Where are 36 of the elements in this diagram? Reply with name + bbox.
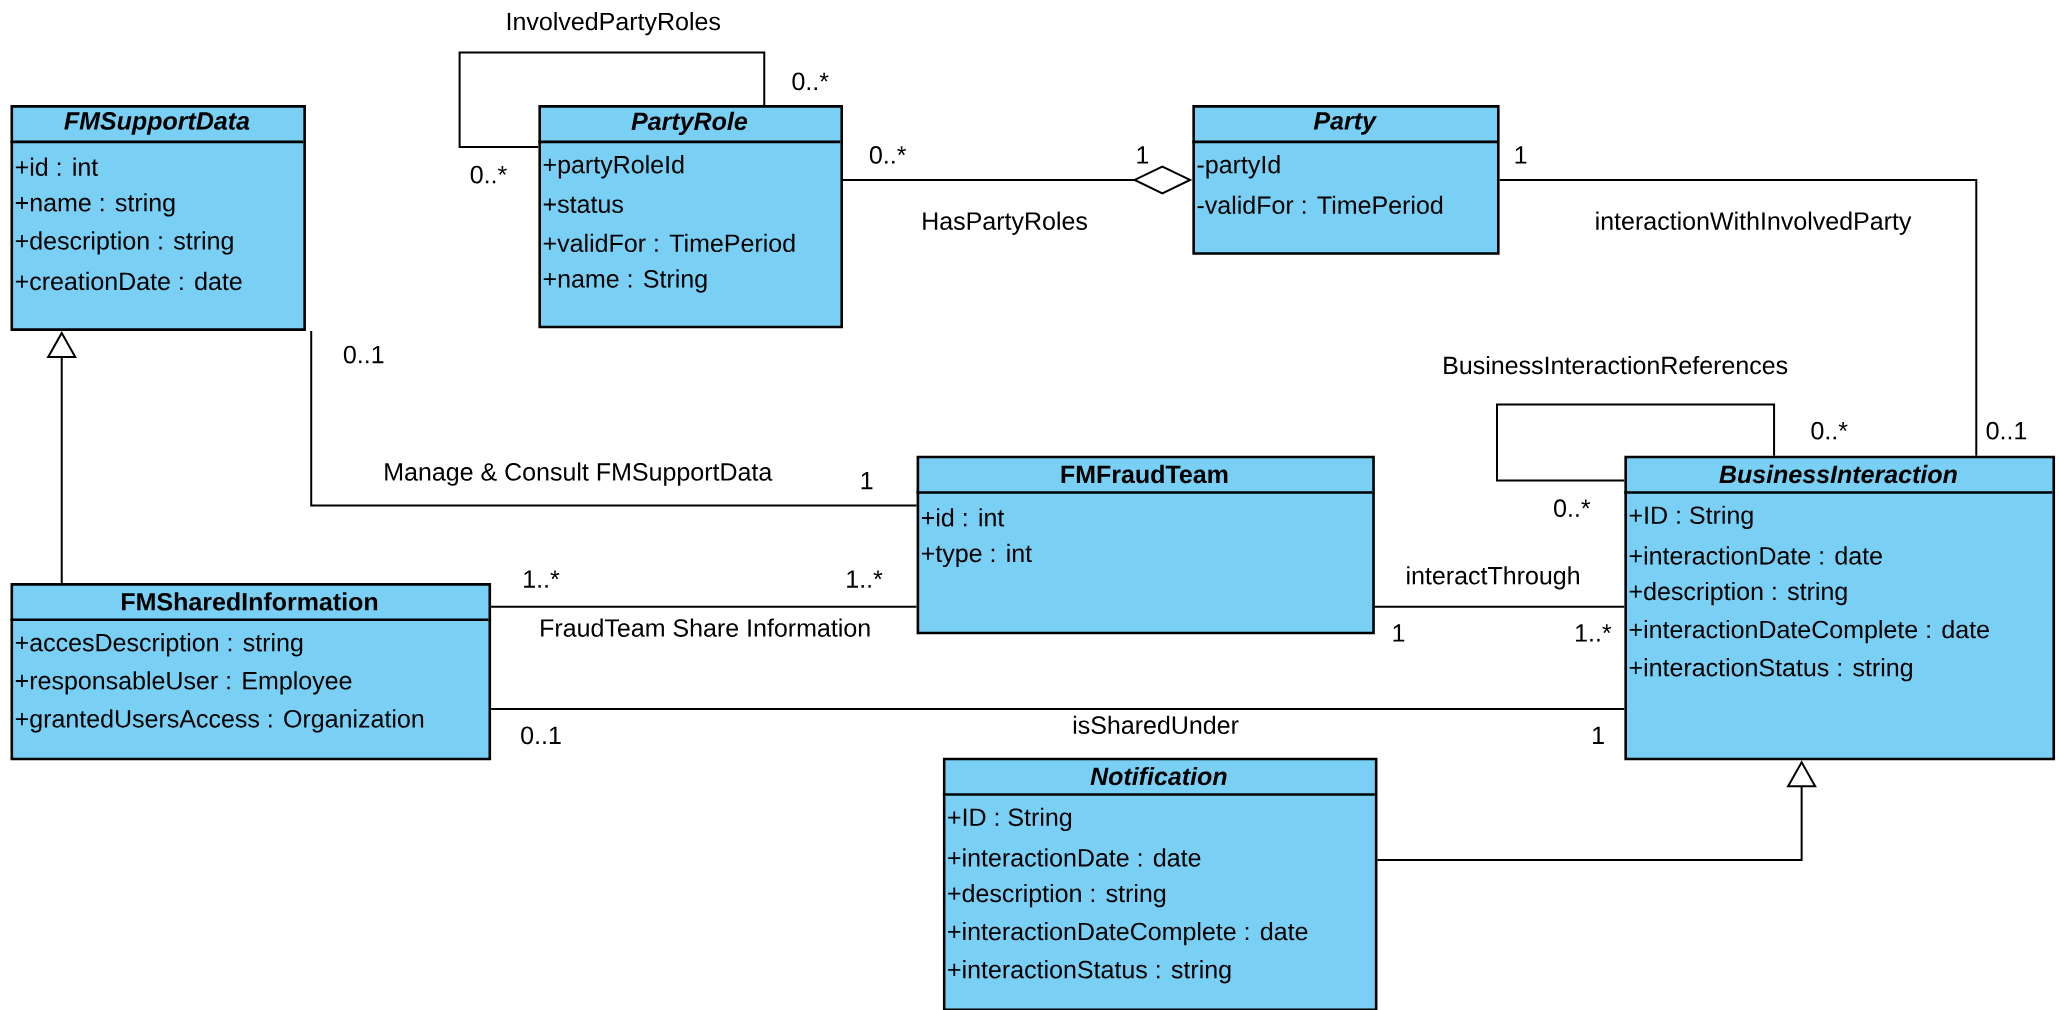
multiplicity-label: 1 [1134, 145, 1151, 165]
multiplicity-label: 1 [1512, 145, 1529, 165]
association-line [458, 51, 766, 149]
multiplicity-label: 0..* [468, 164, 509, 185]
edge-label: BusinessInteractionReferences [1441, 354, 1790, 376]
multiplicity-label: 1 [1590, 725, 1607, 745]
edge-label: isSharedUnder [1071, 714, 1240, 736]
class-box: Party -partyId -validFor : TimePeriod [1192, 105, 1500, 255]
class-box: PartyRole +partyRoleId +status +validFor : TimePeriod +name : String [538, 105, 843, 329]
edge-label: HasPartyRoles [920, 210, 1089, 236]
multiplicity-label: 1..* [521, 569, 561, 589]
association-line [1498, 178, 1978, 457]
association-line [1496, 403, 1776, 482]
multiplicity-label: 1 [858, 471, 875, 491]
multiplicity-label: 0..1 [1984, 420, 2029, 441]
class-box: FMSharedInformation +accesDescription : string +responsableUser : Employee +grantedUsersAccess : Organization [10, 583, 492, 761]
multiplicity-label: 0..* [867, 145, 908, 165]
multiplicity-label: 1..* [1573, 623, 1613, 643]
association-line [490, 605, 918, 608]
association-line [490, 708, 1626, 711]
association-line [310, 329, 918, 507]
multiplicity-label: 0..1 [519, 725, 563, 746]
edge-label: FraudTeam Share Information [538, 617, 873, 638]
multiplicity-label: 0..1 [341, 344, 386, 365]
multiplicity-label: 1..* [844, 569, 884, 589]
class-box: FMFraudTeam +id : int +type : int [916, 455, 1375, 635]
multiplicity-label: 1 [1390, 623, 1407, 643]
class-box: Notification +ID : String +interactionDate : date +description : string +interactionDateComplete : date +interactionStatus : string [942, 757, 1378, 1010]
edge-label: interactThrough [1404, 565, 1582, 591]
edge-label: InvolvedPartyRoles [504, 11, 722, 37]
association-line [1373, 605, 1626, 608]
multiplicity-label: 0..* [1552, 498, 1592, 519]
class-box: BusinessInteraction +ID : String +interactionDate : date +description : string +interactionDateComplete : date +interactionStatus : string [1624, 455, 2056, 761]
edge-label: interactionWithInvolvedParty [1593, 210, 1913, 236]
class-box: FMSupportData +id : int +name : string +description : string +creationDate : date [10, 105, 306, 331]
edge-label: Manage & Consult FMSupportData [382, 461, 774, 487]
